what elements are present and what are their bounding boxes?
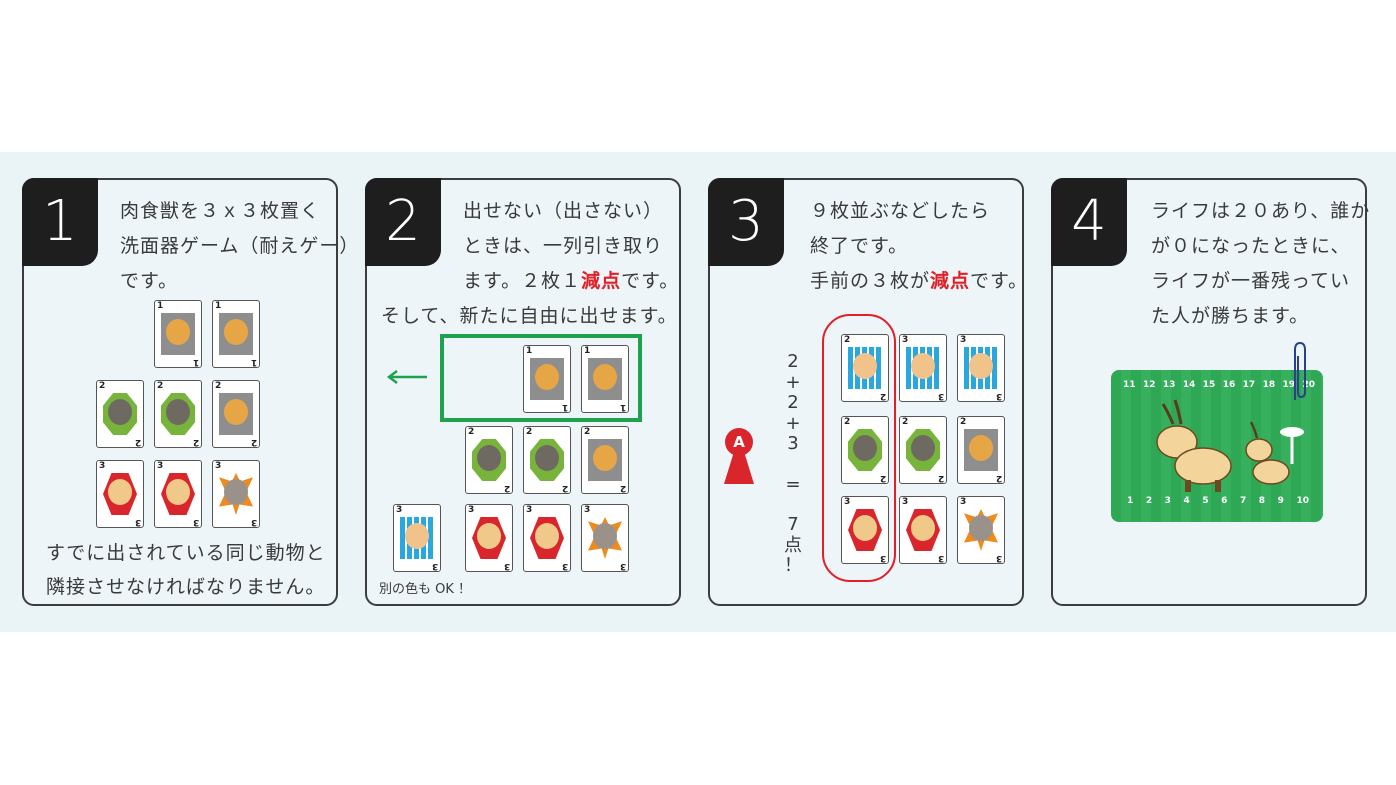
step-text-line: ときは、一列引き取り [463, 235, 664, 257]
marker-base [724, 450, 754, 484]
life-board: 11 12 13 14 15 16 17 18 19 20 1 [1111, 370, 1323, 522]
score-formula: 2 + 2 + 3 = 7 点 ！ [782, 351, 804, 577]
formula-char: + [785, 412, 801, 434]
formula-char: 2 [787, 392, 799, 413]
step-note-line: 隣接させなければなりません。 [46, 576, 326, 598]
step-3-panel: 3 ９枚並ぶなどしたら 終了です。 手前の３枚が減点です。 A 2 + 2 + … [708, 178, 1027, 606]
formula-char: = [785, 473, 801, 495]
life-number: 11 [1123, 380, 1136, 390]
step-number: 4 [1051, 178, 1127, 266]
life-number: 13 [1162, 380, 1176, 390]
life-number: 12 [1142, 380, 1156, 390]
formula-char [782, 495, 804, 515]
card-note: 別の色も OK ！ [379, 582, 472, 597]
life-number: 15 [1202, 380, 1216, 390]
step-text-line: です。 [120, 270, 179, 292]
step-4-panel: 4 ライフは２０あり、誰か が０になったときに、 ライフが一番残ってい た人が勝… [1051, 178, 1371, 606]
step-text-line: ９枚並ぶなどしたら [810, 200, 991, 222]
step-number: 3 [708, 178, 784, 266]
step-text-line: 肉食獣を３ｘ３枚置く [120, 200, 321, 222]
step-text-line: 洗面器ゲーム（耐えゲー） [120, 235, 360, 257]
life-track-bottom: 1 2 3 4 5 6 7 8 9 10 [1127, 496, 1309, 506]
life-track-top: 11 12 13 14 15 16 17 18 19 20 [1123, 380, 1315, 390]
penalty-label: 減点 [581, 270, 622, 292]
taken-row-frame [440, 334, 642, 422]
step-text-line: ます。２枚１減点です。 [463, 270, 680, 292]
step-text-line: 手前の３枚が減点です。 [810, 270, 1029, 292]
life-number: 4 [1183, 496, 1190, 506]
step-text-line: が０になったときに、 [1151, 235, 1351, 257]
penalty-column-outline [822, 314, 896, 582]
life-number: 17 [1242, 380, 1256, 390]
paperclip-icon [1294, 341, 1306, 400]
life-number: 9 [1277, 496, 1284, 506]
life-number: 8 [1258, 496, 1266, 506]
step-number: 2 [365, 178, 441, 266]
formula-char: 7 [787, 514, 799, 535]
step-2-panel: 2 出せない（出さない） ときは、一列引き取り ます。２枚１減点です。 そして、… [365, 178, 681, 606]
step-text-line: た人が勝ちます。 [1151, 305, 1310, 327]
player-a-marker: A [724, 428, 754, 488]
formula-char [782, 455, 804, 475]
step-text-line: ライフが一番残ってい [1151, 270, 1351, 292]
life-number: 3 [1164, 496, 1171, 506]
life-number: 20 [1302, 380, 1315, 390]
step-text-line: ライフは２０あり、誰か [1151, 200, 1371, 222]
life-number: 2 [1145, 496, 1153, 506]
step-text-line: 出せない（出さない） [463, 200, 664, 222]
step-note-line: すでに出されている同じ動物と [46, 542, 326, 564]
formula-char: ！ [784, 555, 802, 576]
life-number: 7 [1239, 496, 1247, 506]
step-text-line: 終了です。 [810, 235, 909, 257]
life-number: 5 [1202, 496, 1209, 506]
step-number: 1 [22, 178, 98, 266]
formula-char: 点 [784, 534, 802, 556]
life-number: 10 [1296, 496, 1309, 506]
step-text-line: そして、新たに自由に出せます。 [381, 305, 678, 327]
life-number: 16 [1222, 380, 1236, 390]
formula-char: + [785, 371, 801, 393]
life-number: 1 [1127, 496, 1134, 506]
life-number: 14 [1182, 380, 1196, 390]
formula-char: 2 [787, 351, 799, 372]
life-number: 6 [1221, 496, 1228, 506]
formula-char: 3 [787, 433, 799, 454]
penalty-label: 減点 [930, 270, 971, 292]
life-number: 18 [1262, 380, 1276, 390]
antelope-illustration [1156, 399, 1304, 492]
arrow-left-icon [386, 370, 427, 384]
life-number: 19 [1282, 380, 1296, 390]
